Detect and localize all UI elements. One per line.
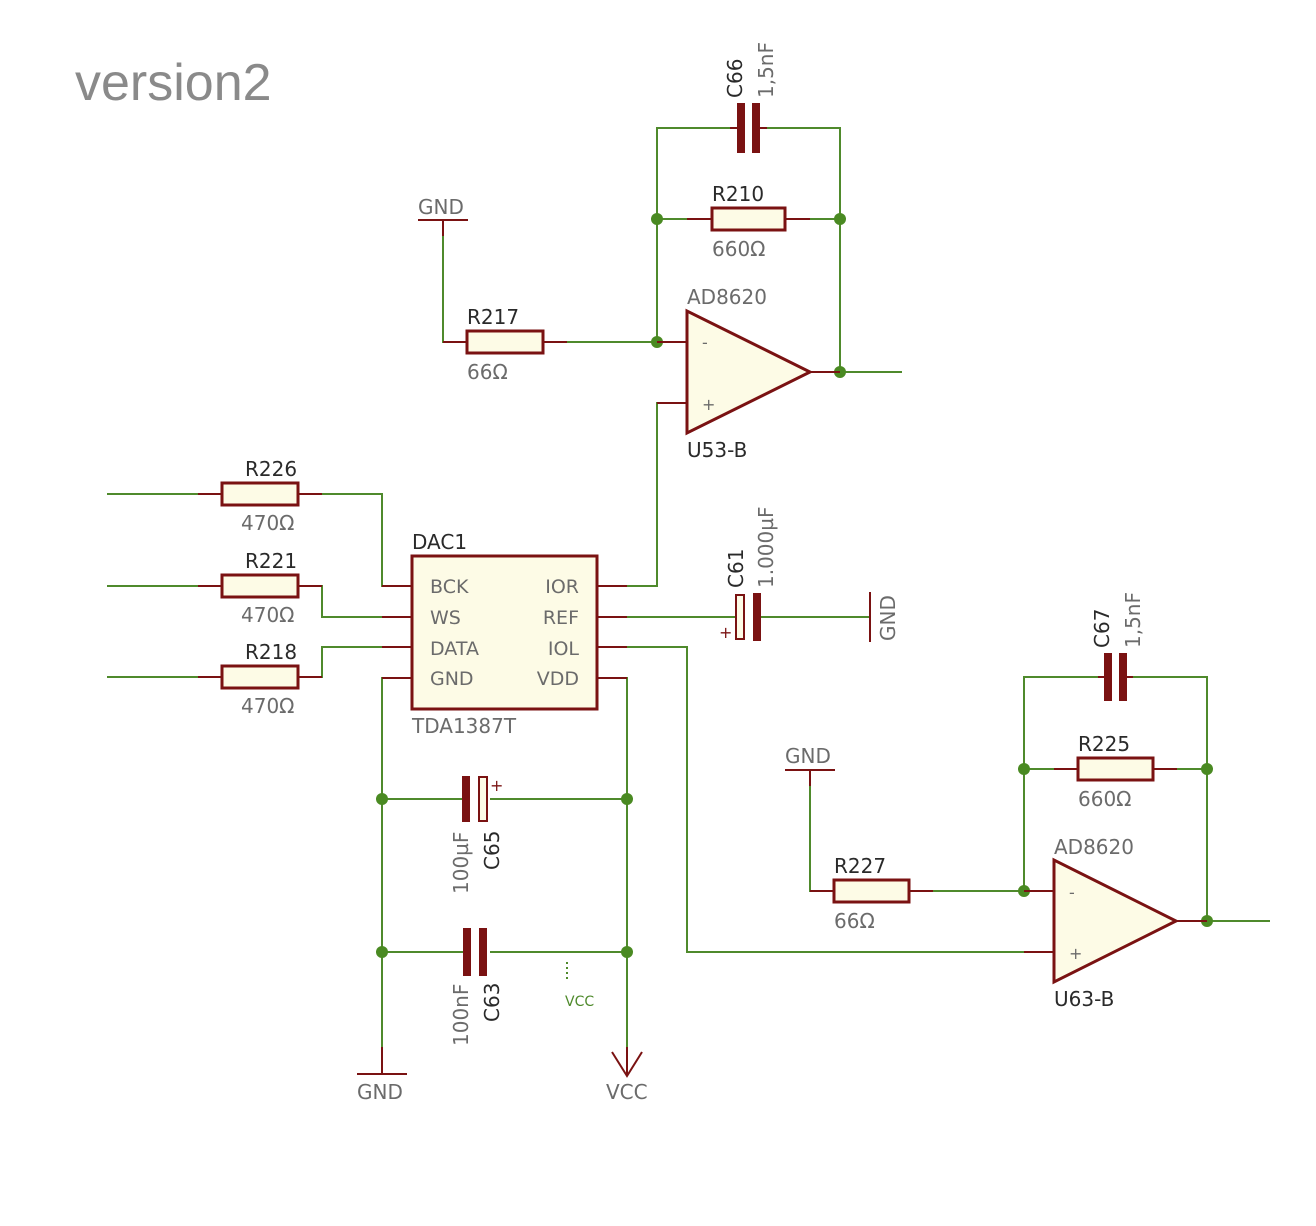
c65-name: C65 (480, 831, 504, 870)
r226-value: 470Ω (241, 511, 294, 535)
opamp-u63b: - + AD8620 U63-B (1024, 835, 1207, 1011)
page-title: version2 (75, 54, 272, 112)
u63-part-label: AD8620 (1054, 835, 1134, 859)
c63-name: C63 (480, 983, 504, 1022)
dac-part-label: TDA1387T (411, 714, 517, 738)
c67-name: C67 (1090, 609, 1114, 648)
pin-ref-label: REF (543, 607, 579, 629)
vcc-bottom-label: VCC (606, 1080, 648, 1104)
c66-name: C66 (723, 59, 747, 98)
pin-gnd-label: GND (430, 668, 474, 690)
u53-name-label: U53-B (687, 438, 747, 462)
r210-name: R210 (712, 182, 764, 206)
resistor-r221: R221 470Ω (198, 549, 322, 627)
c66-value: 1,5nF (754, 42, 778, 98)
u53-minus-sign: - (702, 333, 708, 352)
ground-top-label: GND (418, 195, 464, 219)
pin-data-label: DATA (430, 638, 479, 660)
pin-ior-label: IOR (545, 576, 579, 598)
r226-name: R226 (245, 457, 297, 481)
capacitor-c61: + C61 1.000µF (719, 507, 778, 642)
r227-name: R227 (834, 854, 886, 878)
capacitor-c66: C66 1,5nF (723, 42, 778, 153)
opamp-u53b: - + AD8620 U53-B (657, 285, 840, 462)
resistor-r225: R225 660Ω (1054, 732, 1177, 811)
pin-ws-label: WS (430, 607, 461, 629)
resistor-r210: R210 660Ω (687, 182, 810, 261)
u63-name-label: U63-B (1054, 987, 1114, 1011)
ground-symbol-c61: GND (869, 592, 900, 642)
r221-value: 470Ω (241, 603, 294, 627)
u63-plus-sign: + (1069, 944, 1082, 963)
resistor-r227: R227 66Ω (810, 854, 933, 933)
c61-name: C61 (724, 549, 748, 588)
u53-plus-sign: + (702, 395, 715, 414)
c65-polarity-plus: + (490, 776, 503, 795)
u63-minus-sign: - (1069, 883, 1075, 902)
r210-value: 660Ω (712, 237, 765, 261)
ground-symbol-mid: GND (785, 744, 835, 786)
dac-name-label: DAC1 (412, 530, 467, 554)
dac-tda1387t: DAC1 TDA1387T BCK WS DATA GND IOR REF IO… (382, 530, 627, 738)
ground-bottom-label: GND (357, 1080, 403, 1104)
c61-value: 1.000µF (754, 507, 778, 588)
pin-bck-label: BCK (430, 576, 469, 598)
pin-iol-label: IOL (548, 638, 580, 660)
resistor-r218: R218 470Ω (198, 640, 322, 718)
r218-name: R218 (245, 640, 297, 664)
r227-value: 66Ω (834, 909, 875, 933)
capacitor-c63: 100nF C63 (449, 928, 504, 1046)
r221-name: R221 (245, 549, 297, 573)
ground-mid-label: GND (785, 744, 831, 768)
ground-symbol-top: GND (418, 195, 468, 236)
c63-value: 100nF (449, 984, 473, 1046)
r217-name: R217 (467, 305, 519, 329)
capacitor-c65: + 100µF C65 (449, 776, 504, 894)
r218-value: 470Ω (241, 694, 294, 718)
c61-polarity-plus: + (719, 623, 732, 642)
vcc-symbol-bottom: VCC (606, 1047, 648, 1104)
pin-vdd-label: VDD (537, 668, 579, 690)
ground-c61-label: GND (876, 595, 900, 641)
c67-value: 1,5nF (1121, 592, 1145, 648)
vcc-net-label: VCC (565, 994, 594, 1010)
resistor-r217: R217 66Ω (443, 305, 567, 384)
resistor-r226: R226 470Ω (198, 457, 322, 535)
c65-value: 100µF (449, 832, 473, 894)
capacitor-c67: C67 1,5nF (1090, 592, 1145, 701)
r217-value: 66Ω (467, 360, 508, 384)
r225-name: R225 (1078, 732, 1130, 756)
ground-symbol-bottom: GND (357, 1047, 407, 1104)
u53-part-label: AD8620 (687, 285, 767, 309)
r225-value: 660Ω (1078, 787, 1131, 811)
